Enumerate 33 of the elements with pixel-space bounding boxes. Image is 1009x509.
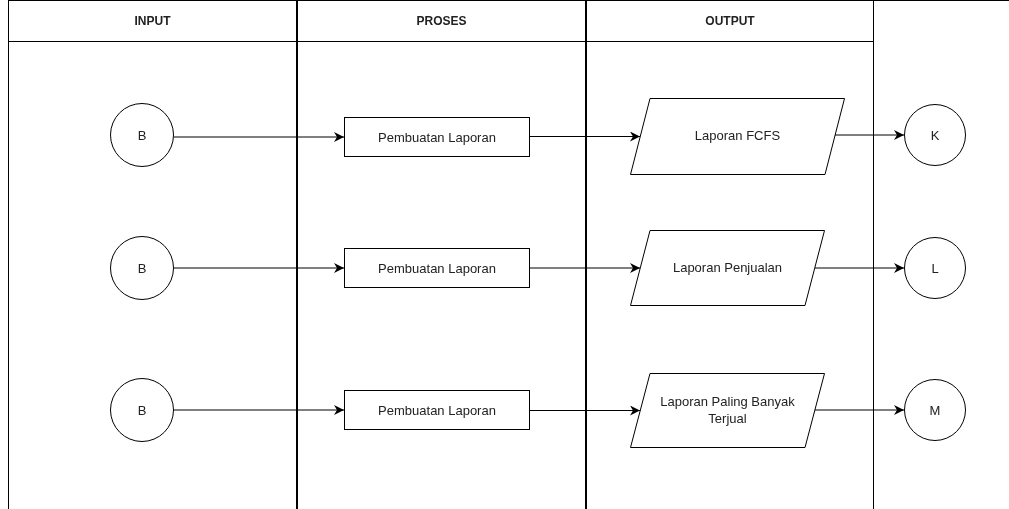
node-label: M bbox=[929, 402, 941, 418]
arrow bbox=[814, 405, 905, 415]
node-label: B bbox=[137, 127, 147, 143]
process-box bbox=[344, 117, 530, 157]
node-label: Pembuatan Laporan bbox=[378, 129, 496, 145]
arrow bbox=[529, 263, 641, 273]
node-label: Laporan Penjualan bbox=[671, 259, 784, 277]
arrow bbox=[173, 132, 345, 142]
arrow bbox=[173, 263, 345, 273]
process-box bbox=[344, 248, 530, 288]
node-label: Pembuatan Laporan bbox=[378, 260, 496, 276]
swimlane bbox=[297, 0, 586, 509]
lane-header: INPUT bbox=[9, 1, 296, 42]
node-label: Pembuatan Laporan bbox=[378, 402, 496, 418]
swimlane bbox=[8, 0, 297, 509]
node-label: B bbox=[137, 260, 147, 276]
arrow bbox=[529, 131, 641, 142]
arrow bbox=[814, 263, 905, 273]
process-box bbox=[344, 390, 530, 430]
node-label: L bbox=[931, 260, 939, 276]
node-label: Laporan Paling Banyak Terjual bbox=[659, 393, 796, 428]
lane-header: PROSES bbox=[298, 1, 585, 42]
arrow bbox=[834, 130, 905, 140]
data-parallelogram bbox=[630, 230, 825, 306]
arrow bbox=[529, 405, 641, 416]
node-label: B bbox=[137, 402, 147, 418]
node-label: K bbox=[930, 127, 940, 143]
data-parallelogram bbox=[630, 373, 825, 448]
lane-header: OUTPUT bbox=[587, 1, 873, 42]
arrow bbox=[173, 405, 345, 415]
data-parallelogram bbox=[630, 98, 845, 175]
node-label: Laporan FCFS bbox=[693, 128, 782, 145]
swimlane bbox=[586, 0, 874, 509]
